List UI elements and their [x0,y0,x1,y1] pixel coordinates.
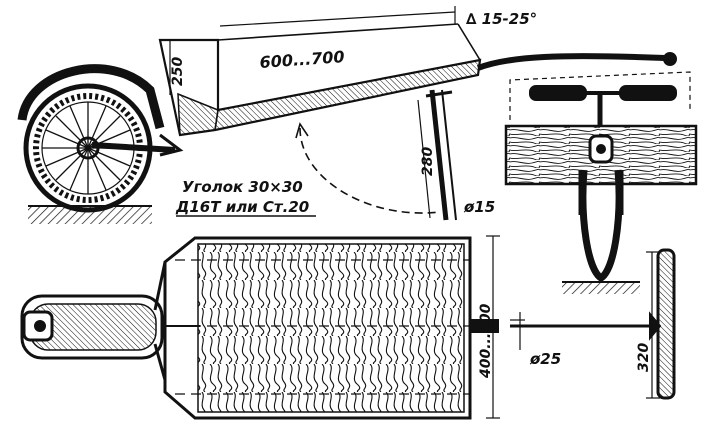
material-line2: Д16Т или Ст.20 [175,198,309,216]
front-ground [562,282,640,294]
tilt-angle-label: ∆ 15-25° [466,10,537,28]
stand-height-label: 280 [420,147,436,176]
fender [17,64,165,130]
tilt-arc [299,127,441,214]
axle-diameter-label: ø25 [529,350,561,368]
front-wheel [579,169,623,283]
side-handle [476,53,666,71]
front-view [504,71,698,294]
side-view [17,6,677,224]
ground-hatch [28,206,152,224]
handle-grip-left [529,85,587,101]
dimension-labels: 600...700 ∆ 15-25° 250 280 ø15 Уголок 30… [170,10,652,379]
handle-grip-right [619,85,677,101]
plan-view [20,235,676,420]
stand-leg [425,89,457,221]
plan-wheel [656,248,676,400]
material-line1: Уголок 30×30 [182,178,303,196]
box-height-label: 250 [170,57,186,86]
plan-fender [20,294,164,360]
stand-diameter-label: ø15 [463,198,495,216]
wheel-diameter-label: 320 [636,343,652,372]
axle-stub [471,319,499,333]
frame-tube [91,142,176,153]
box-length-label: 600...700 [259,47,345,72]
box-width-label: 400...500 [478,303,494,379]
